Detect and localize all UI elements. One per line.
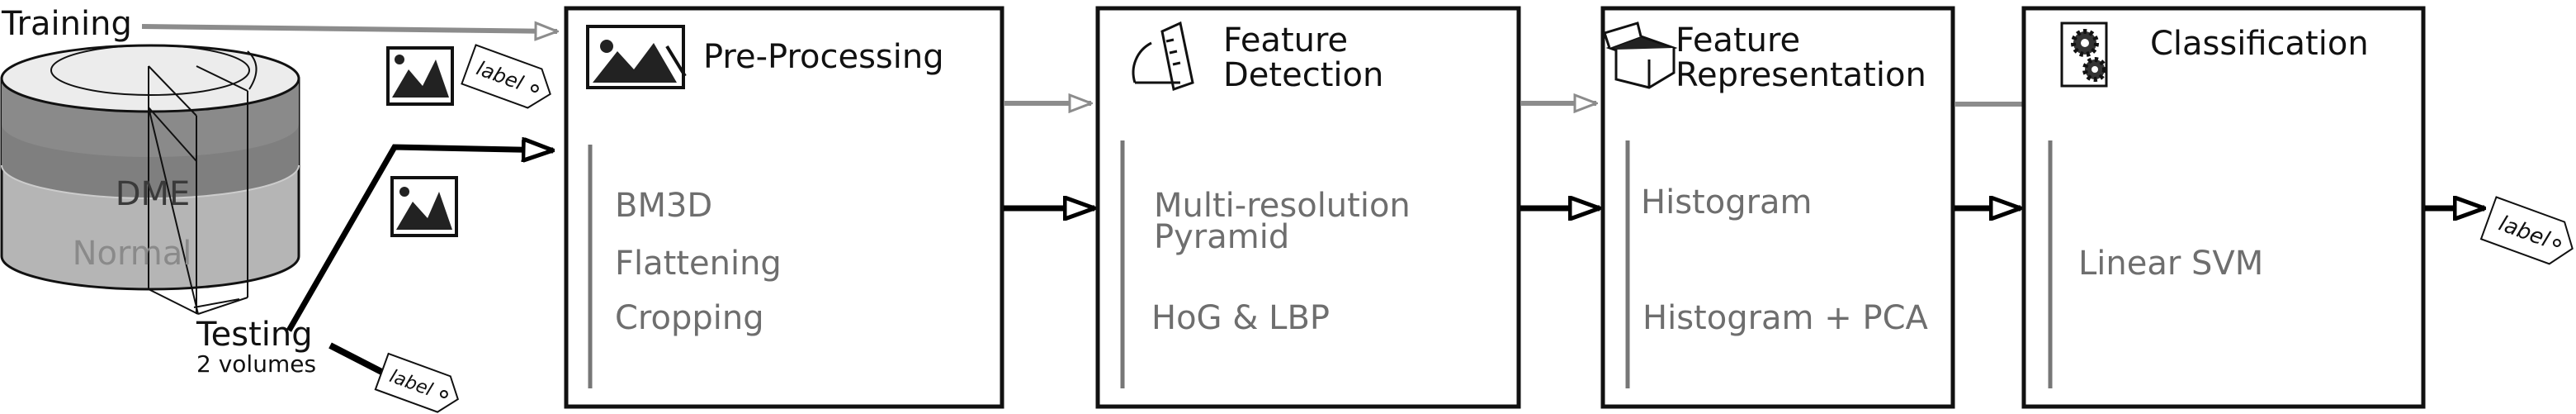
stage-1-item-2: Flattening	[615, 245, 782, 283]
training-arrow	[141, 26, 557, 31]
stage-1-item-3: Cropping	[615, 299, 764, 337]
stage-2-item-2: Pyramid	[1154, 218, 1289, 256]
oct-database: DME Normal	[0, 44, 300, 315]
gears-icon	[2060, 21, 2108, 88]
stage-1-title: Pre-Processing	[703, 38, 944, 76]
ruler-protractor-icon	[1132, 21, 1194, 91]
training-label-tag: label	[461, 44, 551, 109]
stage-4-title: Classification	[2150, 25, 2369, 63]
stage-preprocessing: Pre-Processing BM3D Flattening Cropping	[564, 6, 1004, 409]
stage-3-item-2: Histogram + PCA	[1642, 299, 1928, 337]
stage-2-item-3: HoG & LBP	[1151, 299, 1330, 337]
stage-2-item-1: Multi-resolution	[1154, 187, 1411, 225]
stage-feature-detection: Feature Detection Multi-resolution Pyram…	[1095, 6, 1521, 409]
stage-3-title-line-1: Feature	[1676, 21, 1800, 59]
training-label: Training	[1, 5, 132, 43]
stage-feature-representation: Feature Representation Histogram Histogr…	[1600, 6, 1955, 409]
output-label-tag: label	[2479, 196, 2574, 265]
stage-2-title-line-2: Detection	[1223, 56, 1383, 94]
testing-label-tag: label	[374, 352, 459, 413]
image-icon	[586, 25, 687, 89]
testing-arrow	[286, 147, 553, 332]
stage-3-item-1: Histogram	[1641, 183, 1813, 221]
testing-sample-image	[390, 176, 458, 237]
stage-2-title-line-1: Feature	[1223, 21, 1348, 59]
training-sample-image	[386, 46, 454, 106]
stage-classification: Classification Linear SVM	[2021, 6, 2426, 409]
stage-1-item-1: BM3D	[615, 187, 712, 225]
stage-3-title-line-2: Representation	[1676, 56, 1926, 94]
stage-4-item-1: Linear SVM	[2078, 245, 2263, 283]
open-box-icon	[1603, 21, 1678, 89]
db-class-normal: Normal	[73, 235, 192, 273]
testing-volumes-label: 2 volumes	[196, 350, 316, 378]
db-class-dme: DME	[116, 175, 191, 213]
